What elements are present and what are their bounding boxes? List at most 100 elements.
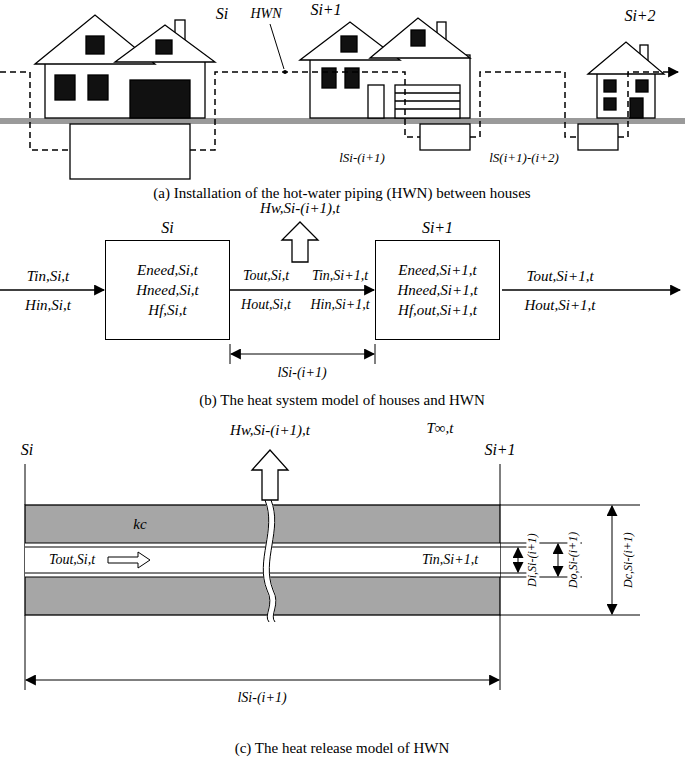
symbol-label: Tout,Si,t [241,268,291,283]
node-variable: Eneed,Si,t [137,260,198,280]
house-middle [300,18,470,118]
house-left [88,75,108,100]
symbol-label: lSi-(i+1) [275,365,328,380]
break-line [269,500,276,622]
pipe-insulation [25,505,500,615]
hwn-pipe-route [0,72,678,150]
dimension-line [612,506,613,614]
dimension-line [25,464,500,505]
flow-arrow [0,289,104,291]
underground-box [420,124,470,150]
heat-loss-arrow [282,222,318,262]
house-right [630,98,643,118]
symbol-label: Hin,Si,t [23,297,73,314]
node-variable: Eneed,Si+1,t [398,260,476,280]
panel-caption: (b) The heat system model of houses and … [197,392,487,409]
symbol-label: Hout,Si,t [239,297,293,312]
underground-box [70,124,190,179]
symbol-label: HWN [248,6,283,21]
pipe-insulation [25,543,500,577]
symbol-label: Hin,Si+1,t [308,297,371,312]
dimension-line [500,505,640,615]
break-line [263,500,276,622]
hwn-pipe-route [470,72,578,137]
house-right [604,80,616,92]
symbol-label: Tin,Si+1,t [310,268,370,283]
leader-line [270,24,287,74]
dimension-line [558,544,559,576]
hwn-pipe-route [0,72,70,150]
node-heading: Si+1 [422,217,453,239]
heat-loss-arrow [252,450,288,500]
symbol-label: Si+2 [622,7,657,25]
heat-loss-arrow [252,450,288,500]
flow-arrow [0,289,680,291]
house-left [115,25,215,62]
house-right [604,98,616,110]
flow-connector [230,289,374,291]
panel-caption: (c) The heat release model of HWN [233,740,452,757]
leader-line [270,24,284,69]
underground-box [578,124,618,150]
symbol-label: Di,Si-(i+1) [526,531,539,589]
house-model-box: SiEneed,Si,tHneed,Si,tHf,Si,t [105,240,230,340]
symbol-label: Hw,Si-(i+1),t [228,422,312,439]
symbol-label: Si [19,441,35,459]
symbol-label: Tout,Si,t [47,552,97,567]
house-middle [345,68,359,88]
dimension-line [26,680,499,681]
symbol-label: lSi-(i+1) [235,690,288,705]
ground [0,118,685,124]
dimension-line [230,344,375,364]
house-left [55,75,75,100]
symbol-label: Dc,Si-(i+1) [622,530,635,590]
pipe-insulation [25,505,500,615]
underground-box [70,124,618,179]
dimension-line [518,548,519,572]
house-middle [322,68,336,88]
symbol-label: Si+1 [308,1,343,19]
node-variable: Hf,Si,t [148,300,186,320]
house-left [130,80,190,118]
symbol-label: Tin,Si+1,t [420,552,480,567]
house-right [588,42,664,118]
symbol-label: Do,Si-(i+1) [567,530,580,590]
symbol-label: lSi-(i+1) [337,151,387,165]
symbol-label: Tin,Si,t [25,268,72,285]
leader-line [283,70,287,74]
panel-caption: (a) Installation of the hot-water piping… [151,185,532,202]
house-middle [368,85,384,118]
symbol-label: T∞,t [425,420,456,437]
house-right [588,42,664,74]
house-left [45,60,205,118]
house-left [156,40,172,54]
symbol-label: lS(i+1)-(i+2) [487,151,561,165]
dimension-line [231,354,374,355]
house-right [597,72,655,118]
hwn-pipe-route [190,72,420,150]
house-middle [341,36,357,52]
node-heading: Si [161,217,173,239]
pipe-insulation [25,543,500,577]
symbol-label: Hout,Si+1,t [523,297,598,314]
house-right [636,80,648,92]
hwn-pipe-route [618,72,678,137]
symbol-label: Si+1 [482,441,517,459]
house-left [35,15,215,118]
node-variable: Hneed,Si,t [136,280,198,300]
flow-arrow [108,552,150,568]
flow-arrow [108,552,150,568]
node-variable: Hf,out,Si+1,t [398,300,477,320]
symbol-label: Si [214,5,230,23]
break-line [263,500,270,622]
house-middle [411,30,425,46]
house-left [86,36,104,54]
symbol-label: Tout,Si+1,t [524,268,595,285]
symbol-label: kc [131,516,148,533]
house-model-box: Si+1Eneed,Si+1,tHneed,Si+1,tHf,out,Si+1,… [375,240,500,340]
dimension-line [25,615,500,690]
dimension-line [230,344,375,364]
symbol-label: Hw,Si-(i+1),t [258,200,342,217]
